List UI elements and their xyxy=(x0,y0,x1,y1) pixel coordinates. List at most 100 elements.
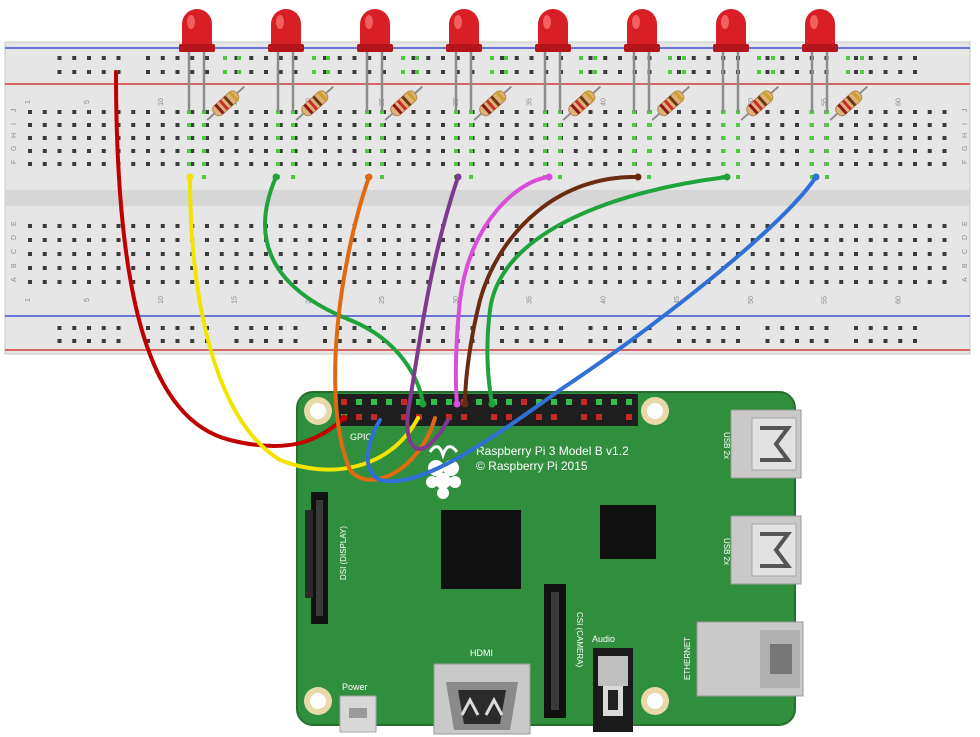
resistor-band xyxy=(490,95,501,107)
gpio-pin xyxy=(506,399,512,405)
led-rim xyxy=(535,44,571,52)
wire-2 xyxy=(188,175,420,472)
resistor-band xyxy=(851,90,862,102)
gpio-pin xyxy=(551,414,557,420)
wire-8 xyxy=(485,175,729,406)
resistor-band xyxy=(757,95,768,107)
led-2 xyxy=(268,9,304,52)
resistor-2 xyxy=(295,85,334,121)
resistor-band xyxy=(846,95,857,107)
dsi-label: DSI (DISPLAY) xyxy=(339,526,348,580)
hdmi-label: HDMI xyxy=(470,648,493,658)
row-label-right: A xyxy=(962,277,969,282)
gpio-pin xyxy=(386,399,392,405)
wire-end xyxy=(365,173,373,181)
usb-label-2: USB 2x xyxy=(722,538,731,565)
resistor-band xyxy=(485,99,497,111)
board-copyright: © Raspberry Pi 2015 xyxy=(476,459,588,473)
led-7 xyxy=(713,9,749,52)
column-label-top: 60 xyxy=(895,98,902,106)
column-label-top: 40 xyxy=(600,98,607,106)
usb-port-2 xyxy=(730,515,802,585)
resistor-band xyxy=(748,103,759,115)
column-label-top: 35 xyxy=(527,98,534,106)
wire-end xyxy=(812,173,820,181)
wire-4 xyxy=(333,175,437,482)
row-label-left: J xyxy=(11,109,18,113)
gpio-pin xyxy=(356,399,362,405)
gpio-pin xyxy=(551,399,557,405)
row-label-right: D xyxy=(962,235,969,240)
wire-end xyxy=(454,173,462,181)
resistor-band xyxy=(214,103,225,115)
led-6 xyxy=(624,9,660,52)
resistor-band xyxy=(659,103,670,115)
gpio-pin xyxy=(506,414,512,420)
gpio-pin xyxy=(446,399,452,405)
led-dome xyxy=(627,9,657,48)
wire-7 xyxy=(463,174,640,406)
wire-end xyxy=(340,414,348,422)
column-label-bottom: 60 xyxy=(895,296,902,304)
gpio-pin xyxy=(536,414,542,420)
hdmi-port xyxy=(433,663,531,735)
gpio-pin xyxy=(416,399,422,405)
column-label-top: 10 xyxy=(158,98,165,106)
column-label-bottom: 55 xyxy=(822,296,829,304)
usb-port-1 xyxy=(730,409,802,479)
resistor-band xyxy=(837,103,848,115)
jumper-wires xyxy=(114,70,820,484)
column-label-bottom: 15 xyxy=(232,296,239,304)
resistor-1 xyxy=(206,85,245,121)
gpio-pin xyxy=(446,414,452,420)
resistor-band xyxy=(307,99,319,111)
gpio-pin xyxy=(521,399,527,405)
led-5 xyxy=(535,9,571,52)
leds xyxy=(179,9,838,112)
gpio-pin xyxy=(611,414,617,420)
resistor-8 xyxy=(829,85,868,121)
power-label: Power xyxy=(342,682,368,692)
gpio-pin xyxy=(476,399,482,405)
wire-end xyxy=(634,173,642,181)
resistor-band xyxy=(317,90,328,102)
wire-9 xyxy=(365,175,818,484)
gpio-pin xyxy=(356,414,362,420)
audio-jack xyxy=(593,648,633,732)
led-3 xyxy=(357,9,393,52)
row-label-right: H xyxy=(962,133,969,138)
column-label-top: 50 xyxy=(748,98,755,106)
column-label-top: 55 xyxy=(822,98,829,106)
led-highlight xyxy=(365,15,373,29)
resistor-band xyxy=(406,90,417,102)
wire-5 xyxy=(405,175,460,451)
gpio-pin xyxy=(596,414,602,420)
gpio-pin xyxy=(371,414,377,420)
resistor-band xyxy=(579,95,590,107)
column-label-top: 1 xyxy=(25,100,32,104)
raspberry-pi-board: GPIO Raspberry Pi 3 Model B v1.2 © Raspb… xyxy=(296,391,804,735)
resistor-7 xyxy=(740,85,779,121)
led-dome xyxy=(538,9,568,48)
resistor-band xyxy=(584,90,595,102)
row-label-right: I xyxy=(962,123,969,125)
led-4 xyxy=(446,9,482,52)
led-rim xyxy=(357,44,393,52)
led-highlight xyxy=(721,15,729,29)
led-rim xyxy=(179,44,215,52)
column-label-bottom: 45 xyxy=(674,296,681,304)
led-dome xyxy=(271,9,301,48)
led-highlight xyxy=(187,15,195,29)
led-dome xyxy=(360,9,390,48)
row-label-left: H xyxy=(11,133,18,138)
dsi-connector xyxy=(305,492,328,624)
resistor-band xyxy=(663,99,675,111)
column-label-bottom: 1 xyxy=(25,298,32,302)
csi-connector xyxy=(544,584,566,718)
soc-chip xyxy=(441,510,521,589)
resistor-band xyxy=(570,103,581,115)
wire-end xyxy=(453,400,461,408)
led-rim xyxy=(268,44,304,52)
resistor-band xyxy=(396,99,408,111)
